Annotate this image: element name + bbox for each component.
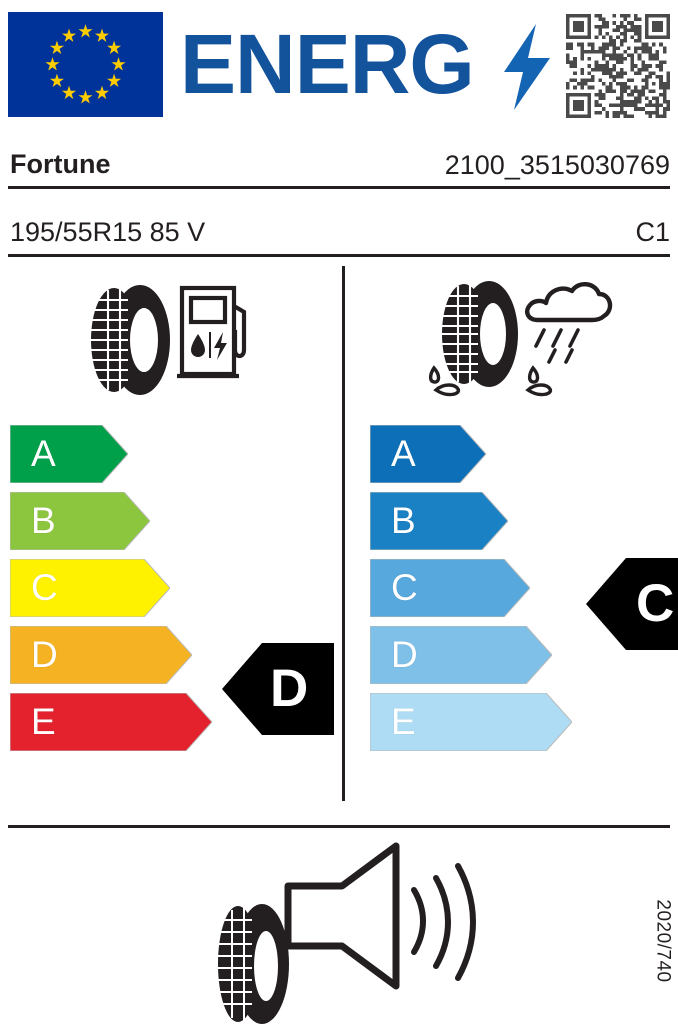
grade-arrow-shape (370, 626, 552, 684)
tyre-loudspeaker-icon (196, 838, 486, 1024)
noise-section: 71 dB A B C (0, 838, 678, 1024)
grade-letter: A (31, 433, 56, 474)
grade-letter: E (391, 701, 416, 742)
fuel-efficiency-rating-marker: D (222, 643, 334, 735)
wet-grip-rating-marker: C (586, 558, 678, 650)
wet-grade-a: A (370, 425, 486, 483)
fuel-grade-b: B (10, 492, 150, 550)
grade-arrow-shape (10, 492, 150, 550)
grade-letter: D (31, 634, 58, 675)
grade-arrow-shape (10, 559, 170, 617)
divider-second (8, 254, 670, 257)
qr-code-icon[interactable] (566, 14, 670, 118)
label-header: ENERG (0, 0, 678, 132)
grade-letter: A (391, 433, 416, 474)
fuel-grade-d: D (10, 626, 192, 684)
grade-arrow-shape (10, 626, 192, 684)
divider-noise (8, 825, 670, 828)
grade-letter: E (31, 701, 56, 742)
divider-top (8, 186, 670, 189)
fuel-grade-c: C (10, 559, 170, 617)
fuel-grade-a: A (10, 425, 128, 483)
grade-arrow-shape (370, 693, 572, 751)
grade-letter: C (31, 567, 58, 608)
wet-grade-e: E (370, 693, 572, 751)
grade-arrow-shape (370, 492, 508, 550)
grade-letter: C (391, 567, 418, 608)
wet-grade-d: D (370, 626, 552, 684)
regulation-reference: 2020/740 (652, 899, 674, 983)
fuel-grade-e: E (10, 693, 212, 751)
grade-arrow-shape (370, 559, 530, 617)
tyre-rain-cloud-icon (420, 272, 620, 402)
wet-grade-c: C (370, 559, 530, 617)
grade-letter: B (31, 500, 56, 541)
tyre-class: C1 (635, 217, 670, 247)
eu-flag-icon (8, 12, 163, 117)
grade-arrow-shape (370, 425, 486, 483)
model-identifier: 2100_3515030769 (444, 150, 670, 180)
energy-wordmark: ENERG (180, 17, 475, 111)
grade-arrow-shape (10, 693, 212, 751)
fuel-efficiency-rating-letter: D (270, 659, 309, 718)
wet-grip-rating-letter: C (636, 574, 675, 633)
grade-arrow-shape (10, 425, 128, 483)
tyre-fuel-pump-icon (78, 272, 258, 402)
lightning-bolt-icon (500, 24, 554, 110)
vertical-divider (342, 266, 345, 801)
tyre-size: 195/55R15 85 V (10, 217, 206, 247)
grade-letter: B (391, 500, 416, 541)
grade-letter: D (391, 634, 418, 675)
wet-grade-b: B (370, 492, 508, 550)
brand-name: Fortune (10, 149, 111, 179)
